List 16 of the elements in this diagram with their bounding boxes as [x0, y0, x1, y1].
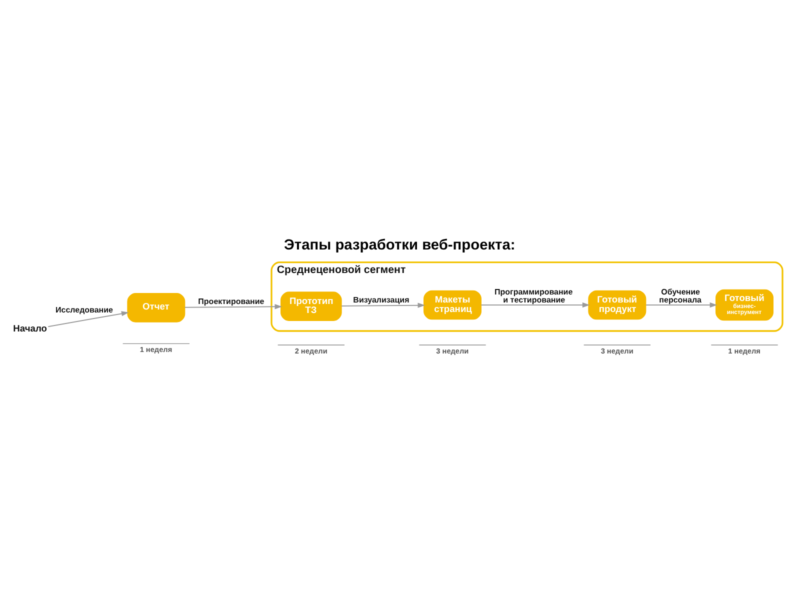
arrow: [480, 302, 590, 308]
diagram-title: Этапы разработки веб-проекта:: [284, 237, 516, 254]
label: 3 недели: [600, 346, 634, 356]
node-box: Прототип ТЗ: [280, 292, 342, 321]
arrow: [48, 311, 129, 328]
label: 3 недели: [436, 346, 469, 356]
label: 1 неделя: [728, 346, 760, 356]
arrow: [341, 302, 426, 308]
arrow: [184, 304, 282, 310]
arrow: [646, 302, 718, 308]
node-box: Макеты страниц: [424, 290, 482, 320]
label: 1 неделя: [140, 345, 172, 354]
label: 2 недели: [294, 346, 328, 356]
node-box: Готовый продукт: [588, 290, 646, 320]
node-text: Начало: [13, 323, 47, 334]
node-box: Отчет: [127, 293, 186, 322]
